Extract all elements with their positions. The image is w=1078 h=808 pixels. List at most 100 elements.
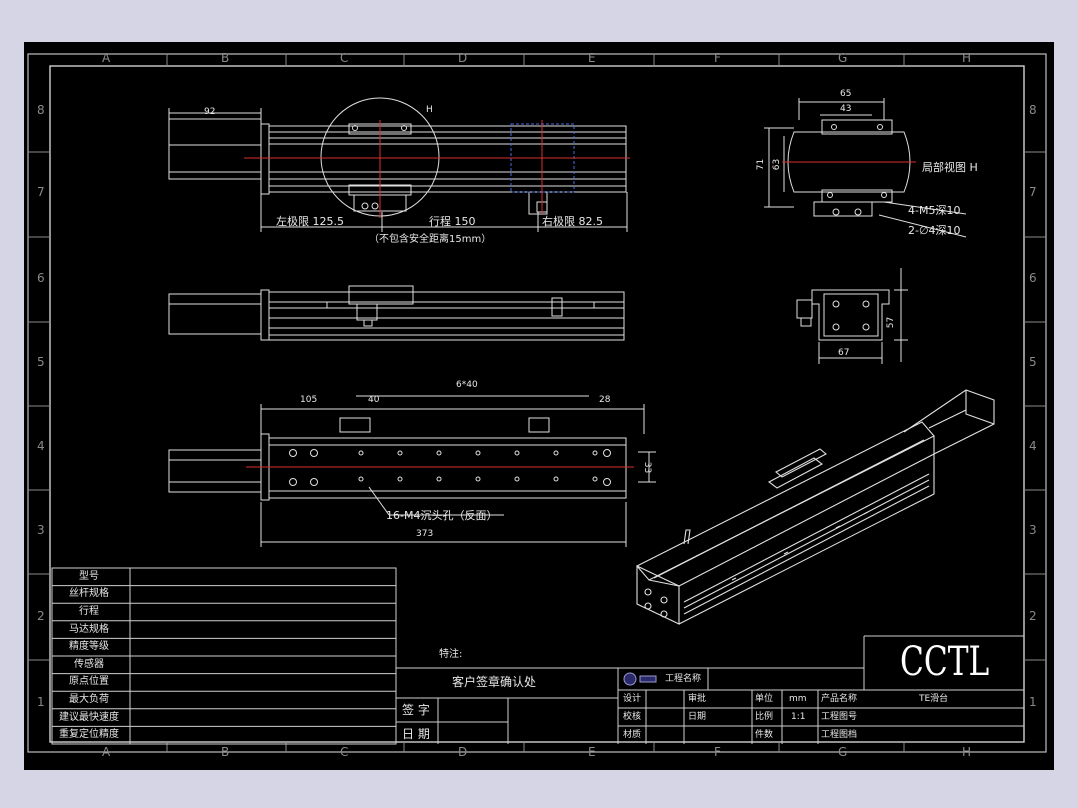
detail-dim-width-inner: 43 <box>840 104 852 114</box>
bottom-dim-total: 373 <box>416 529 434 539</box>
zone-row-7-left: 7 <box>37 185 45 199</box>
zone-col-d-bottom: D <box>458 745 468 759</box>
zone-col-b-top: B <box>221 51 230 65</box>
callout-threads: 4-M5深10 <box>908 204 961 217</box>
project-name-label: 工程名称 <box>665 674 702 684</box>
spec-row-label: 原点位置 <box>69 676 109 688</box>
design-label: 设计 <box>623 694 642 704</box>
zone-row-3-right: 3 <box>1029 523 1037 537</box>
date-label: 日 期 <box>402 727 430 741</box>
mounting-hole <box>358 476 364 482</box>
mounting-hole <box>553 476 559 482</box>
spec-row-label: 最大负荷 <box>69 694 109 705</box>
date-cell-label: 日期 <box>688 712 707 722</box>
unit-value: mm <box>789 694 807 704</box>
spec-row-label: 建议最快速度 <box>59 711 119 723</box>
mounting-hole <box>514 476 520 482</box>
zone-row-7-right: 7 <box>1029 185 1037 199</box>
holes-note: 16-M4沉头孔（反面） <box>386 509 498 522</box>
mounting-hole <box>397 476 403 482</box>
drawing-sheet: A B C D E F G H A B C D E F G H 8 7 6 5 … <box>24 42 1054 770</box>
product-name-label: 产品名称 <box>821 694 858 704</box>
zone-col-e-top: E <box>588 51 596 65</box>
zone-col-c-top: C <box>340 51 349 65</box>
check-label: 校核 <box>623 712 642 722</box>
zone-row-3-left: 3 <box>37 523 45 537</box>
detail-dim-height-inner: 63 <box>772 158 783 171</box>
zone-row-6-right: 6 <box>1029 271 1037 285</box>
scale-label: 比例 <box>755 712 774 722</box>
mounting-hole <box>397 450 403 456</box>
zone-col-h-top: H <box>962 51 972 65</box>
bottom-dim-left: 105 <box>300 395 318 405</box>
zone-row-5-right: 5 <box>1029 355 1037 369</box>
detail-dim-width-outer: 65 <box>840 89 852 99</box>
top-view-dim-left: 92 <box>204 107 216 117</box>
approve-label: 审批 <box>688 694 707 704</box>
counterbore-hole <box>603 478 611 486</box>
bottom-dim-right: 28 <box>599 395 611 405</box>
drawing-file-label: 工程图档 <box>821 730 858 740</box>
zone-row-2-right: 2 <box>1029 609 1037 623</box>
zone-row-8-right: 8 <box>1029 103 1037 117</box>
zone-col-a-top: A <box>102 51 111 65</box>
spec-row-label: 行程 <box>79 606 99 617</box>
brand-logo-text: CCTL <box>900 639 990 685</box>
mounting-hole <box>436 476 442 482</box>
spec-row-label: 传感器 <box>74 658 104 670</box>
bottom-dim-pitch: 40 <box>368 395 380 405</box>
spec-row-label: 丝杆规格 <box>69 588 109 600</box>
sign-label: 签 字 <box>402 703 430 717</box>
zone-col-g-top: G <box>838 51 848 65</box>
remark-label: 特注: <box>439 649 463 660</box>
zone-row-1-right: 1 <box>1029 695 1037 709</box>
mounting-hole <box>592 450 598 456</box>
counterbore-hole <box>289 478 297 486</box>
zone-row-6-left: 6 <box>37 271 45 285</box>
spec-row-label: 精度等级 <box>69 641 109 653</box>
callout-pins: 2-∅4深10 <box>908 224 961 237</box>
zone-row-4-right: 4 <box>1029 439 1037 453</box>
bottom-dim-total-top: 6*40 <box>456 380 478 390</box>
counterbore-hole <box>310 449 318 457</box>
counterbore-hole <box>603 449 611 457</box>
detail-dim-height-outer: 71 <box>756 158 767 171</box>
zone-col-c-bottom: C <box>340 745 349 759</box>
scale-value: 1:1 <box>791 712 806 722</box>
mounting-hole <box>475 476 481 482</box>
zone-row-8-left: 8 <box>37 103 45 117</box>
zone-col-d-top: D <box>458 51 468 65</box>
material-label: 材质 <box>623 730 642 740</box>
zone-col-b-bottom: B <box>221 745 230 759</box>
drawing-no-label: 工程图号 <box>821 712 858 722</box>
left-limit-dim: 左极限 125.5 <box>276 215 344 228</box>
spec-row-label: 重复定位精度 <box>59 729 119 741</box>
product-value: TE滑台 <box>919 694 949 704</box>
zone-col-g-bottom: G <box>838 745 848 759</box>
unit-label: 单位 <box>755 694 774 704</box>
spec-row-label: 马达规格 <box>69 623 109 635</box>
mounting-hole <box>475 450 481 456</box>
customer-confirm: 客户签章确认处 <box>452 675 537 689</box>
mounting-hole <box>436 450 442 456</box>
end-dim-width: 67 <box>838 348 850 358</box>
zone-col-f-bottom: F <box>714 745 721 759</box>
zone-row-4-left: 4 <box>37 439 45 453</box>
zone-col-e-bottom: E <box>588 745 596 759</box>
detail-marker: H <box>426 105 433 115</box>
drawing-linework <box>27 53 1047 753</box>
mounting-hole <box>514 450 520 456</box>
safety-note: （不包含安全距离15mm） <box>369 234 492 245</box>
zone-row-5-left: 5 <box>37 355 45 369</box>
pieces-label: 件数 <box>755 730 774 740</box>
bottom-dim-height: 33 <box>642 461 653 474</box>
zone-col-f-top: F <box>714 51 721 65</box>
counterbore-hole <box>310 478 318 486</box>
mounting-hole <box>553 450 559 456</box>
mounting-hole <box>592 476 598 482</box>
mounting-hole <box>358 450 364 456</box>
detail-title: 局部视图 H <box>922 161 978 174</box>
end-dim-height: 57 <box>886 316 897 329</box>
travel-dim: 行程 150 <box>429 215 476 228</box>
zone-col-a-bottom: A <box>102 745 111 759</box>
